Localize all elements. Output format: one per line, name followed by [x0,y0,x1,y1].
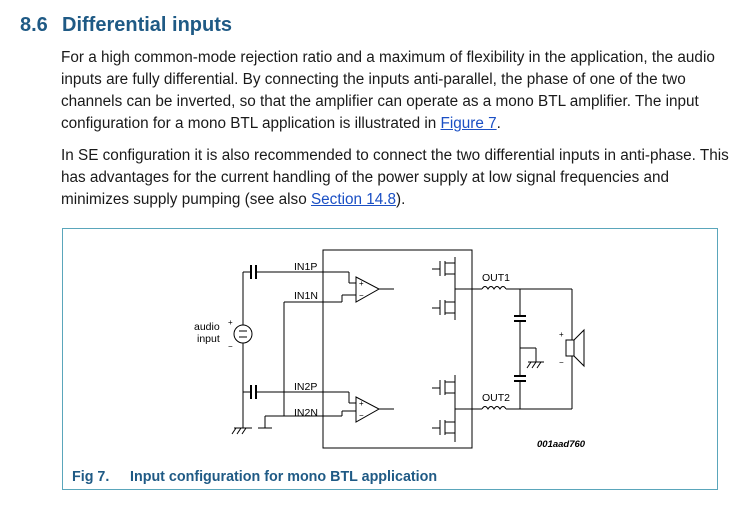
audio-source-icon [233,324,253,344]
source-minus: − [228,342,233,351]
speaker-plus: + [559,330,564,339]
label-out2: OUT2 [482,392,510,404]
input-capacitor-1 [243,265,257,279]
speaker-minus: − [559,358,564,367]
paragraph-1-end: . [496,115,501,132]
opamp-1-plus: + [359,279,364,288]
section-14-8-link[interactable]: Section 14.8 [310,191,397,208]
figure-code: 001aad760 [537,439,586,450]
source-plus: + [228,318,233,327]
inductor-1-icon [481,286,507,290]
label-in2n: IN2N [294,407,318,419]
label-in1p: IN1P [294,261,317,273]
figure-7-link[interactable]: Figure 7 [440,115,497,132]
section-title: Differential inputs [62,14,233,36]
paragraph-1: For a high common-mode rejection ratio a… [61,47,731,135]
label-out1: OUT1 [482,272,510,284]
opamp-1-minus: − [359,291,364,300]
label-in2p: IN2P [294,381,317,393]
ic-block [322,249,473,449]
paragraph-2-text: In SE configuration it is also recommend… [61,147,729,208]
inductor-2-icon [481,406,507,410]
label-in1n: IN1N [294,290,318,302]
figure-frame [62,228,718,490]
label-input: input [197,333,220,345]
opamp-2-minus: − [359,411,364,420]
paragraph-2-end: ). [396,191,406,208]
figure-number: Fig 7. [72,469,110,485]
ground-icon-right [526,361,544,369]
opamp-2 [355,396,381,423]
figure-caption: Fig 7. Input configuration for mono BTL a… [72,469,437,485]
speaker-icon [565,328,585,368]
opamp-1 [355,276,381,303]
paragraph-1-text: For a high common-mode rejection ratio a… [61,49,715,132]
output-stage-2-icon [432,375,456,442]
input-capacitor-2 [243,385,257,399]
paragraph-2: In SE configuration it is also recommend… [61,145,731,211]
section-number: 8.6 [20,14,48,36]
section-heading: 8.6 Differential inputs [20,14,232,37]
label-audio: audio [194,321,220,333]
figure-caption-title: Input configuration for mono BTL applica… [130,469,438,485]
output-stage-1-icon [432,257,456,320]
ground-icon-left [231,427,252,435]
opamp-2-plus: + [359,399,364,408]
